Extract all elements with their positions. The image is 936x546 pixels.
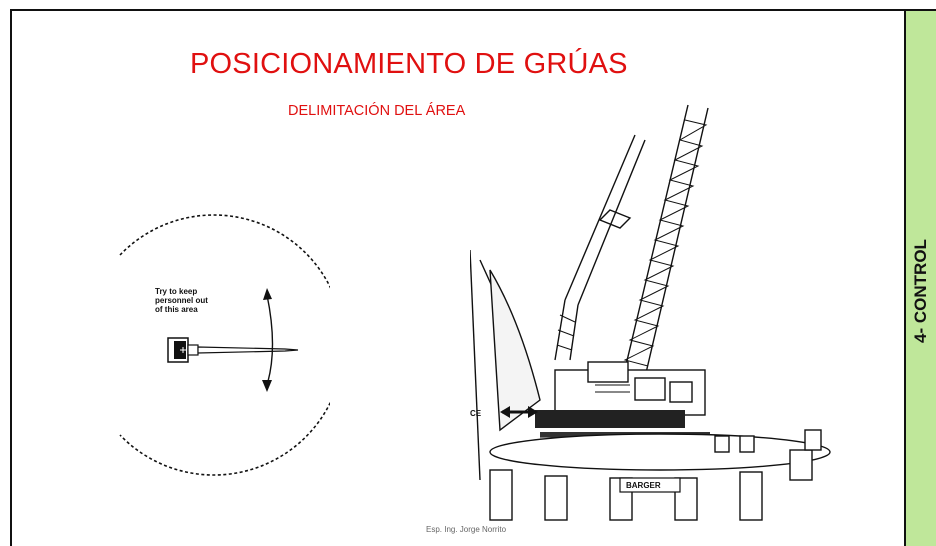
diagram-note-line-2: personnel out	[155, 296, 208, 305]
barge-label: BARGER	[626, 481, 661, 490]
diagram-note-line-1: Try to keep	[155, 287, 197, 296]
section-label: 4- CONTROL	[911, 239, 930, 343]
diagram-note-line-3: of this area	[155, 305, 198, 314]
footer-author: Esp. Ing. Jorge Norrito	[426, 525, 507, 534]
swing-area-diagram: Try to keep personnel out of this area	[119, 214, 330, 476]
section-band: 4- CONTROL	[904, 9, 936, 546]
crane-illustration: CE BARGER	[470, 104, 831, 521]
slide-subtitle: DELIMITACIÓN DEL ÁREA	[288, 103, 466, 119]
crane-side-text: CE	[470, 409, 482, 418]
slide-frame	[10, 9, 904, 546]
slide-title: POSICIONAMIENTO DE GRÚAS	[190, 48, 628, 80]
